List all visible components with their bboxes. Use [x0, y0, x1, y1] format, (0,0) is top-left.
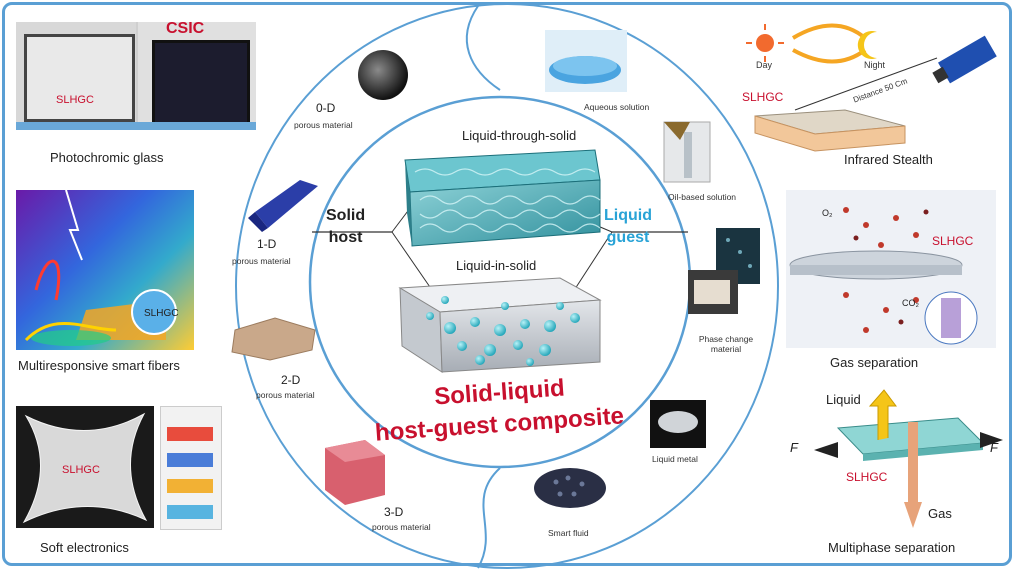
liquid-in-solid-block [398, 277, 602, 373]
solid-host-label: Solid host [326, 205, 365, 249]
divider-top [465, 5, 501, 91]
fibers-drawing [24, 190, 177, 346]
liquid-guest-label: Liquid guest [604, 205, 652, 249]
gas-channel [908, 422, 918, 502]
cycle-arrow-top [791, 23, 867, 40]
host-2d-image [231, 317, 316, 361]
solid-label: Solid [326, 207, 366, 224]
soft-electronics-panel [160, 406, 222, 530]
host-0d-label: 0-D [316, 101, 336, 115]
host-3d-image [325, 440, 385, 505]
guest-smart-fluid-label: Smart fluid [548, 528, 589, 538]
guest-label: guest [606, 229, 650, 246]
guest-aqueous-label: Aqueous solution [584, 102, 650, 112]
force-left-label: F [790, 440, 798, 455]
soft-electronics-tag: SLHGC [62, 464, 100, 476]
guest-liquid-metal-label: Liquid metal [652, 454, 698, 464]
host-3d-sub: porous material [372, 522, 431, 532]
host-1d-label: 1-D [257, 237, 277, 251]
liquid-in-solid-label: Liquid-in-solid [456, 258, 537, 273]
ir-camera-icon [932, 35, 997, 84]
divider-bottom [477, 467, 501, 569]
host-1d-image [248, 180, 318, 232]
cycle-arrow-bottom [792, 48, 867, 64]
soft-electronics-caption: Soft electronics [40, 540, 129, 555]
host-3d-label: 3-D [384, 505, 404, 519]
gas-separation-drawing [789, 207, 978, 345]
host-1d-sub: porous material [232, 256, 291, 266]
night-label: Night [864, 60, 886, 70]
host-2d-sub: porous material [256, 390, 315, 400]
guest-pcm-label: Phase change material [698, 334, 754, 354]
gas-separation-caption: Gas separation [830, 355, 919, 370]
host-0d-image [358, 50, 408, 100]
outer-ring [235, 3, 779, 569]
title-line2: host-guest composite [374, 402, 625, 446]
infrared-stealth-caption: Infrared Stealth [844, 152, 933, 167]
photochromic-glass-caption: Photochromic glass [50, 150, 164, 165]
guest-pcm-image [688, 228, 760, 314]
multiphase-separation-image [814, 389, 1003, 528]
day-label: Day [756, 60, 773, 70]
o2-label: O₂ [822, 208, 833, 218]
gas-tag: SLHGC [932, 234, 974, 248]
co2-label: CO₂ [902, 298, 919, 308]
multiphase-tag: SLHGC [846, 470, 888, 484]
guest-oil-label: Oil-based solution [668, 192, 737, 202]
host-0d-sub: porous material [294, 120, 353, 130]
guest-smart-fluid-image [534, 468, 606, 508]
host-2d-label: 2-D [281, 373, 301, 387]
sun-icon [746, 24, 784, 62]
distance-line [794, 57, 938, 111]
force-arrow-left [814, 442, 838, 458]
multiphase-liquid-label: Liquid [826, 392, 861, 407]
gas-arrow [904, 502, 922, 528]
guest-oil-image [663, 121, 711, 183]
liquid-through-solid-label: Liquid-through-solid [462, 128, 577, 143]
fibers-tag: SLHGC [144, 308, 179, 319]
host-label: host [328, 229, 363, 246]
title-line1: Solid-liquid [433, 374, 565, 410]
infrared-tag: SLHGC [742, 90, 784, 104]
sample-base [754, 115, 906, 152]
multiphase-separation-caption: Multiphase separation [828, 540, 956, 555]
soft-electronics-drawing [22, 412, 148, 524]
liquid-arrow [868, 389, 897, 440]
guest-aqueous-image [545, 30, 627, 92]
photochromic-tag: SLHGC [56, 94, 94, 106]
multiphase-gas-label: Gas [928, 506, 952, 521]
composite-title: Solid-liquid host-guest composite [374, 374, 625, 446]
force-right-label: F [990, 440, 998, 455]
force-arrow-right [980, 432, 1003, 448]
soft-electronics-image: SLHGC [16, 406, 154, 528]
csic-label: CSIC [166, 22, 205, 37]
smart-fibers-image: SLHGC [16, 190, 194, 350]
guest-liquid-metal-image [650, 400, 706, 448]
smart-fibers-caption: Multiresponsive smart fibers [18, 358, 180, 373]
gas-separation-image: O₂ SLHGC CO₂ [786, 190, 996, 348]
infrared-stealth-image [746, 23, 997, 152]
liquid-through-solid-slab [404, 149, 601, 247]
moon-icon [857, 31, 877, 60]
photochromic-glass-image: SLHGC CSIC [16, 22, 256, 130]
liquid-label: Liquid [604, 207, 652, 224]
